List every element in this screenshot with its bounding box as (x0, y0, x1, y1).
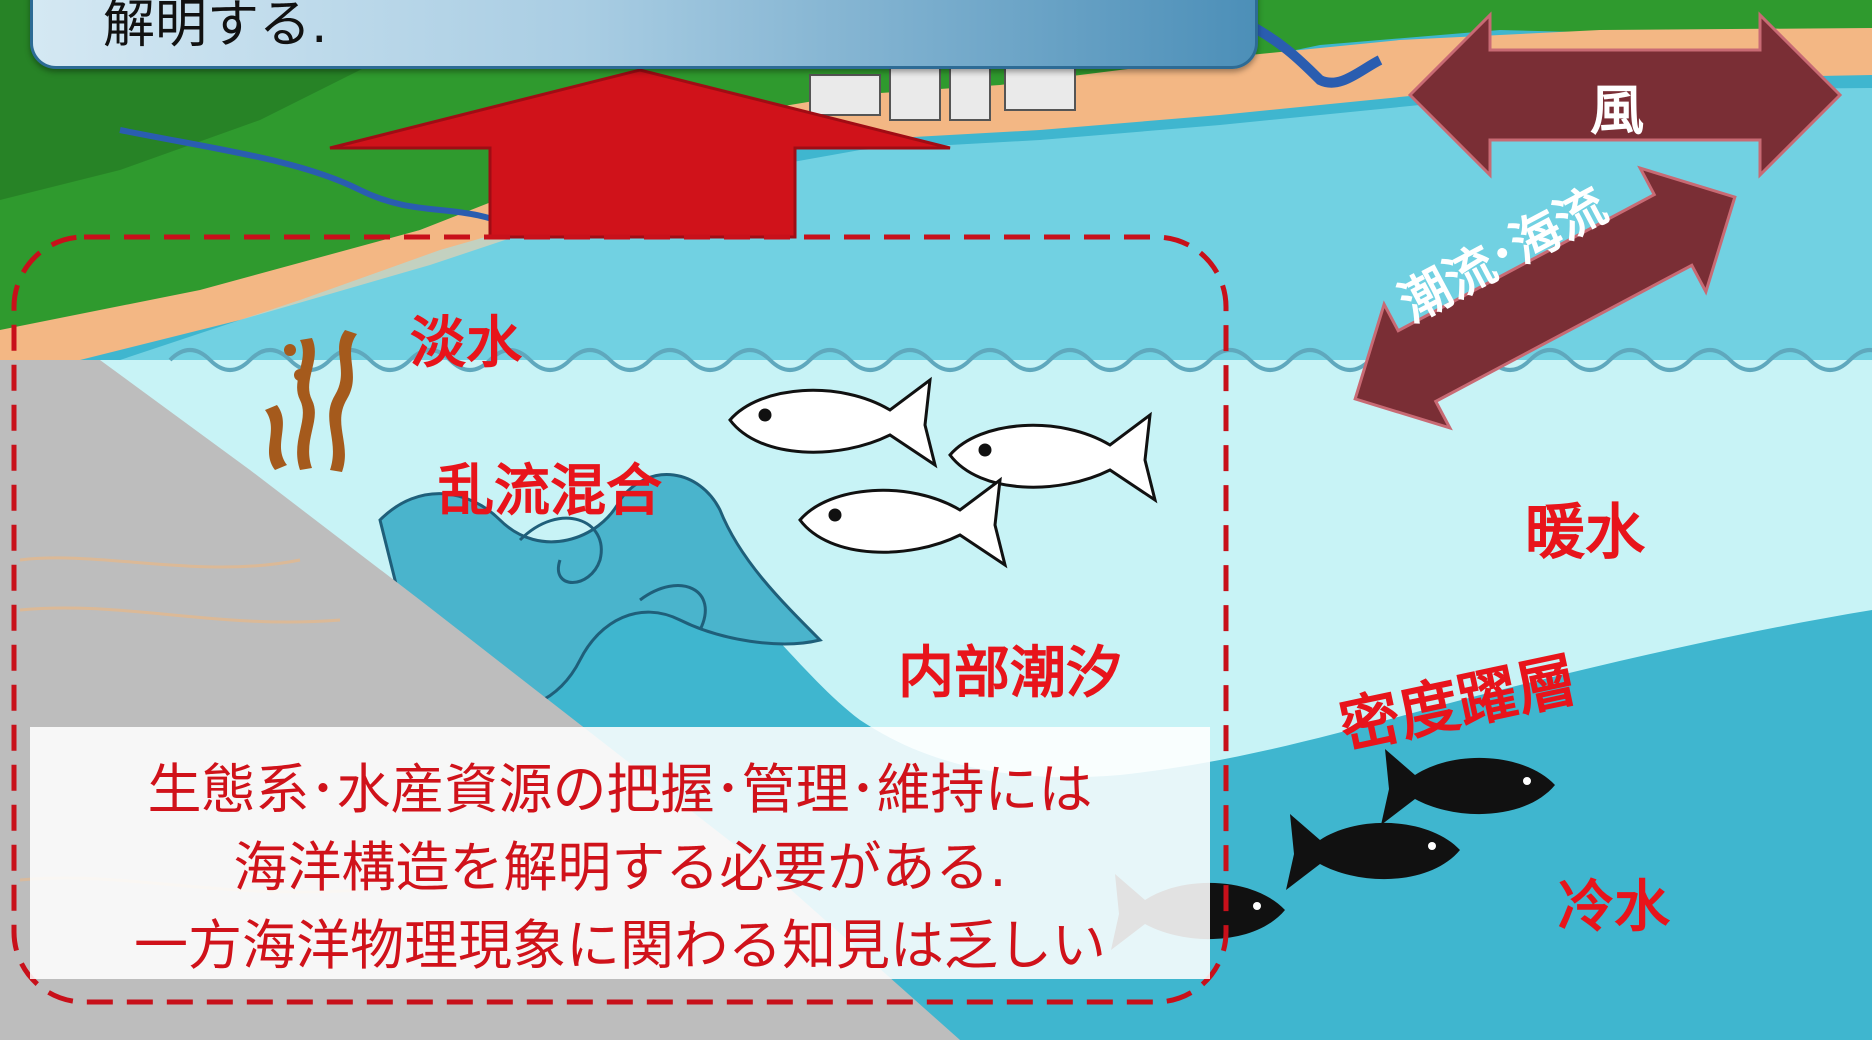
title-banner: 解明する. (30, 0, 1258, 69)
internal-tide-label: 内部潮汐 (898, 641, 1122, 706)
double-arrow-icon (1353, 165, 1737, 431)
up-arrow-icon (329, 68, 951, 239)
fish-icon (728, 376, 1158, 569)
seaweed-icon (265, 330, 357, 472)
fresh-water-label: 淡水 (410, 311, 522, 376)
message-line-2: 海洋構造を解明する必要がある. (233, 836, 1007, 899)
message-line-3: 一方海洋物理現象に関わる知見は乏しい (134, 914, 1106, 977)
warm-water-label: 暖水 (1525, 498, 1645, 568)
warm-water-region (100, 360, 1872, 778)
page-title: 解明する. (103, 0, 328, 55)
building-icon (809, 59, 1076, 121)
cold-water-label: 冷水 (1558, 875, 1670, 940)
message-box: 生態系･水産資源の把握･管理･維持には 海洋構造を解明する必要がある. 一方海洋… (30, 727, 1210, 979)
land-area (0, 0, 1872, 390)
wind-label: 風 (1590, 79, 1644, 142)
river-icon (119, 127, 522, 233)
turbulent-mixing-label: 乱流混合 (438, 459, 662, 524)
wave-icon (168, 348, 1872, 372)
message-line-1: 生態系･水産資源の把握･管理･維持には (147, 758, 1093, 821)
shallow-water (0, 88, 1872, 400)
focus-region-border (11, 234, 1229, 1005)
double-arrow-icon (1407, 11, 1843, 179)
